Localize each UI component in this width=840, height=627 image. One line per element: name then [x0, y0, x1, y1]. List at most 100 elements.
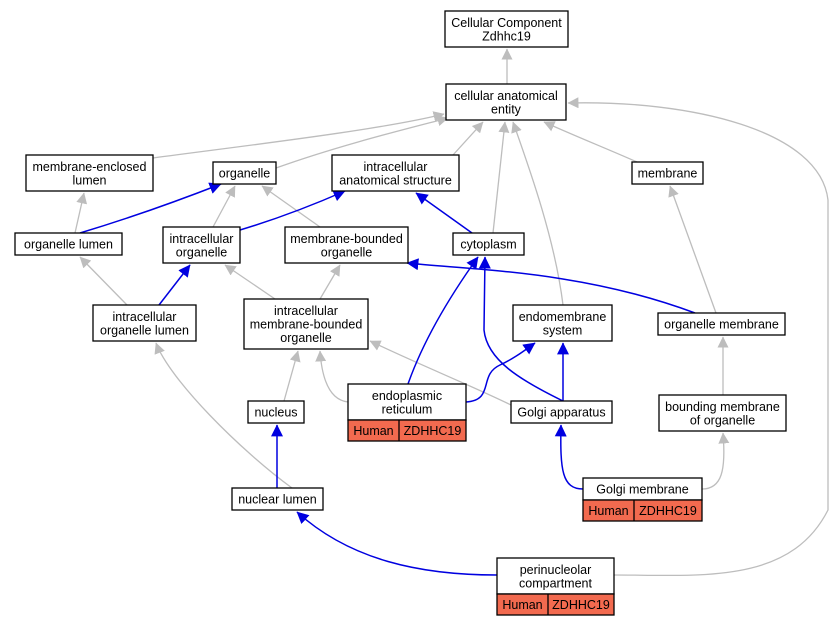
edge-endo-to-cae — [511, 121, 564, 306]
node-label-line: perinucleolar — [520, 563, 592, 577]
node-orgm[interactable]: organelle membrane — [657, 312, 786, 336]
node-label-line: membrane — [638, 167, 698, 181]
node-mem[interactable]: membrane — [631, 161, 704, 185]
edge-orgl-to-mel — [74, 192, 88, 234]
edge-mem-to-cae — [543, 121, 638, 163]
edge-iorg-to-ias — [239, 190, 346, 231]
node-box — [92, 304, 197, 342]
edge-mel-to-cae — [152, 111, 445, 159]
edge-orgm-to-mbo — [406, 258, 696, 314]
edge-mbo-to-org — [261, 185, 321, 228]
edge-gm-to-golgi — [554, 424, 584, 490]
node-box — [247, 400, 305, 424]
node-box — [162, 226, 241, 264]
edges-layer — [74, 48, 829, 577]
node-label-line: organelle — [321, 245, 372, 259]
edge-pnc-to-nl — [296, 511, 498, 576]
edge-orgl-to-org — [79, 182, 222, 234]
annotation-row — [347, 419, 467, 442]
node-label-line: cellular anatomical — [454, 89, 558, 103]
node-label-line: endoplasmic — [372, 389, 442, 403]
node-label-line: organelle lumen — [24, 238, 113, 252]
node-box — [510, 400, 613, 424]
node-cyto[interactable]: cytoplasm — [452, 232, 525, 256]
edge-er-to-imbo — [315, 350, 349, 403]
node-label-line: entity — [491, 102, 522, 116]
node-label-line: membrane-bounded — [290, 232, 403, 246]
node-label-line: Zdhhc19 — [482, 29, 531, 43]
node-label-line: membrane-bounded — [250, 318, 363, 332]
edge-nl-to-iol — [154, 342, 293, 489]
node-box — [444, 10, 569, 48]
annotation-row — [496, 593, 615, 616]
node-box — [284, 226, 409, 264]
edge-imbo-to-mbo — [319, 264, 341, 300]
node-label-line: nucleus — [254, 406, 297, 420]
node-label-line: anatomical structure — [339, 173, 452, 187]
node-box — [231, 487, 324, 511]
edge-nuc-to-imbo — [283, 350, 301, 402]
node-label-line: compartment — [519, 576, 592, 590]
edge-cyto-to-cae — [492, 121, 510, 234]
node-orgl[interactable]: organelle lumen — [14, 232, 123, 256]
edge-iol-to-iorg — [158, 264, 191, 306]
node-box — [331, 154, 460, 192]
node-label-line: intracellular — [170, 232, 234, 246]
node-label-line: Golgi membrane — [596, 483, 688, 497]
node-box — [212, 161, 277, 185]
edge-iol-to-orgl — [79, 256, 128, 306]
edge-ias-to-cae — [452, 121, 484, 156]
node-org[interactable]: organelle — [212, 161, 277, 185]
species-tag: Human — [502, 598, 542, 612]
annotation-row — [582, 499, 703, 522]
node-label-line: of organelle — [690, 413, 755, 427]
node-label-line: organelle — [280, 331, 331, 345]
node-box — [14, 232, 123, 256]
gene-tag: ZDHHC19 — [639, 504, 697, 518]
node-box — [243, 298, 369, 350]
node-box — [347, 383, 467, 421]
node-label-line: bounding membrane — [665, 400, 780, 414]
edge-imbo-to-iorg — [224, 264, 276, 300]
node-label-line: intracellular — [274, 304, 338, 318]
node-label-line: organelle lumen — [100, 323, 189, 337]
node-box — [631, 161, 704, 185]
gene-tag: ZDHHC19 — [552, 598, 610, 612]
node-nuc[interactable]: nucleus — [247, 400, 305, 424]
edge-er-to-cyto — [407, 256, 479, 385]
edge-golgi-to-cyto — [478, 256, 564, 402]
gene-tag: ZDHHC19 — [404, 424, 462, 438]
edge-er-to-endo — [465, 342, 536, 403]
edge-pnc-to-cae — [567, 97, 829, 577]
node-label-line: organelle membrane — [664, 318, 779, 332]
edge-gm-to-bmo — [701, 432, 730, 490]
node-label-line: system — [543, 323, 583, 337]
edge-iorg-to-org — [212, 185, 236, 228]
node-golgi[interactable]: Golgi apparatus — [510, 400, 613, 424]
node-label-line: organelle — [176, 245, 227, 259]
edge-org-to-cae — [275, 115, 449, 169]
node-label-line: membrane-enclosed — [33, 160, 147, 174]
node-label-line: lumen — [72, 173, 106, 187]
node-box — [512, 304, 613, 342]
node-box — [25, 154, 154, 192]
node-nl[interactable]: nuclear lumen — [231, 487, 324, 511]
node-box — [496, 557, 615, 595]
node-label-line: Cellular Component — [451, 16, 562, 30]
species-tag: Human — [588, 504, 628, 518]
